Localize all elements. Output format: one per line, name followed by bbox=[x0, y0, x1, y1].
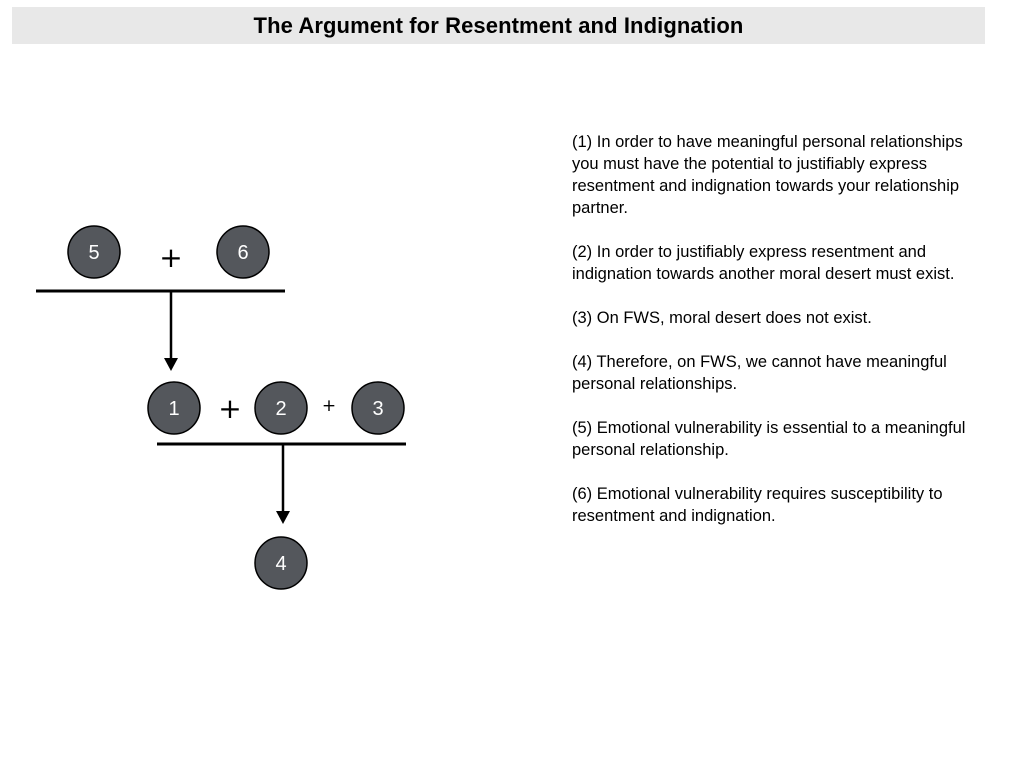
premise-list: (1) In order to have meaningful personal… bbox=[572, 131, 972, 549]
arrowhead-middle bbox=[276, 511, 290, 524]
premise-1: (1) In order to have meaningful personal… bbox=[572, 133, 963, 217]
node-1-label: 1 bbox=[168, 398, 179, 420]
title-bar: The Argument for Resentment and Indignat… bbox=[12, 7, 985, 44]
premise-2: (2) In order to justifiably express rese… bbox=[572, 243, 955, 283]
plus-operator-mid-b: + bbox=[322, 396, 336, 416]
node-2: 2 bbox=[254, 381, 308, 435]
node-4-label: 4 bbox=[275, 553, 286, 575]
node-6-label: 6 bbox=[237, 242, 248, 264]
argument-diagram: 5 + 6 1 + 2 + 3 bbox=[36, 225, 406, 590]
page-title: The Argument for Resentment and Indignat… bbox=[253, 12, 744, 38]
node-3-label: 3 bbox=[372, 398, 383, 420]
premise-6: (6) Emotional vulnerability requires sus… bbox=[572, 485, 943, 525]
plus-operator-mid-a: + bbox=[218, 392, 241, 425]
premise-4: (4) Therefore, on FWS, we cannot have me… bbox=[572, 353, 947, 393]
node-6: 6 bbox=[216, 225, 270, 279]
node-4: 4 bbox=[254, 536, 308, 590]
node-5-label: 5 bbox=[88, 242, 99, 264]
premise-3: (3) On FWS, moral desert does not exist. bbox=[572, 309, 872, 327]
node-2-label: 2 bbox=[275, 398, 286, 420]
plus-operator-top: + bbox=[159, 241, 182, 274]
premise-5: (5) Emotional vulnerability is essential… bbox=[572, 419, 966, 459]
arrowhead-top bbox=[164, 358, 178, 371]
node-1: 1 bbox=[147, 381, 201, 435]
node-5: 5 bbox=[67, 225, 121, 279]
argument-diagram-svg: 5 + 6 1 + 2 + 3 bbox=[36, 225, 406, 590]
node-3: 3 bbox=[351, 381, 405, 435]
